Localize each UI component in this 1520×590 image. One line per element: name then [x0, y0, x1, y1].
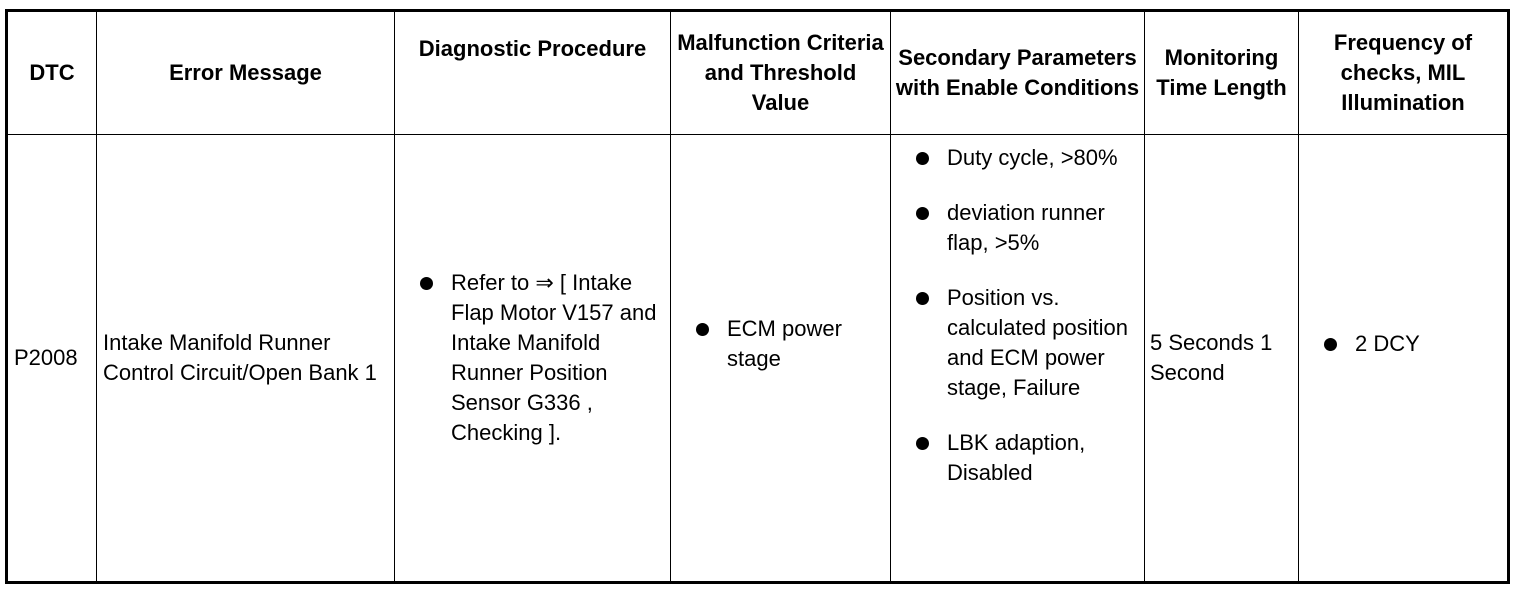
frequency-list: 2 DCY	[1299, 329, 1507, 359]
table-body: P2008 Intake Manifold Runner Control Cir…	[6, 134, 1509, 583]
secondary-parameter-item: Duty cycle, >80%	[891, 143, 1144, 173]
cell-malfunction-criteria: ECM power stage	[670, 134, 891, 583]
header-frequency: Frequency of checks, MIL Illumination	[1298, 10, 1509, 135]
header-secondary-parameters: Secondary Parameters with Enable Conditi…	[890, 10, 1145, 135]
cell-diagnostic-procedure: Refer to ⇒ [ Intake Flap Motor V157 and …	[394, 134, 671, 583]
procedure-item: Refer to ⇒ [ Intake Flap Motor V157 and …	[395, 268, 670, 448]
table-row: P2008 Intake Manifold Runner Control Cir…	[6, 134, 1509, 583]
header-malfunction-criteria: Malfunction Criteria and Threshold Value	[670, 10, 891, 135]
secondary-parameter-item: Position vs. calculated position and ECM…	[891, 283, 1144, 403]
header-diagnostic-procedure: Diagnostic Procedure	[394, 10, 671, 135]
cell-frequency: 2 DCY	[1298, 134, 1509, 583]
secondary-parameters-list: Duty cycle, >80% deviation runner flap, …	[891, 143, 1144, 488]
cell-monitoring-time: 5 Seconds 1 Second	[1144, 134, 1299, 583]
table-header: DTC Error Message Diagnostic Procedure M…	[6, 10, 1509, 135]
secondary-parameter-item: deviation runner flap, >5%	[891, 198, 1144, 258]
dtc-table: DTC Error Message Diagnostic Procedure M…	[5, 9, 1510, 584]
cell-secondary-parameters: Duty cycle, >80% deviation runner flap, …	[890, 134, 1145, 583]
secondary-parameter-item: LBK adaption, Disabled	[891, 428, 1144, 488]
frequency-item: 2 DCY	[1299, 329, 1507, 359]
header-error-message: Error Message	[96, 10, 395, 135]
cell-error-message: Intake Manifold Runner Control Circuit/O…	[96, 134, 395, 583]
cell-dtc-code: P2008	[6, 134, 97, 583]
header-dtc: DTC	[6, 10, 97, 135]
header-monitoring-time: Monitoring Time Length	[1144, 10, 1299, 135]
procedure-list: Refer to ⇒ [ Intake Flap Motor V157 and …	[395, 268, 670, 448]
header-row: DTC Error Message Diagnostic Procedure M…	[6, 10, 1509, 135]
criteria-item: ECM power stage	[671, 314, 890, 374]
criteria-list: ECM power stage	[671, 314, 890, 374]
